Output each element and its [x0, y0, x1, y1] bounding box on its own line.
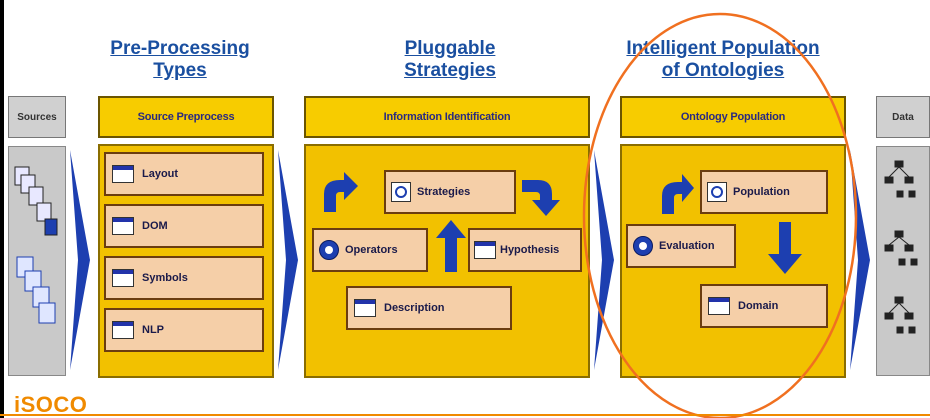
- item-nlp-label: NLP: [142, 324, 164, 336]
- search-icon: [391, 182, 411, 202]
- chevron-arrow-2: [278, 150, 298, 370]
- documents-icon: [14, 166, 58, 324]
- window-icon: [112, 165, 134, 183]
- information-identification-header: Information Identification: [304, 96, 590, 138]
- item-population-label: Population: [733, 186, 790, 198]
- source-preprocess-header: Source Preprocess: [98, 96, 274, 138]
- heading-strategies-line1: Pluggable: [404, 38, 496, 59]
- item-evaluation: Evaluation: [626, 224, 736, 268]
- item-dom: DOM: [104, 204, 264, 248]
- heading-preprocessing: Pre-Processing Types: [80, 38, 280, 82]
- item-hypothesis: Hypothesis: [468, 228, 582, 272]
- item-layout: Layout: [104, 152, 264, 196]
- window-icon: [354, 299, 376, 317]
- item-nlp: NLP: [104, 308, 264, 352]
- footer-divider: [0, 414, 930, 416]
- item-evaluation-label: Evaluation: [659, 240, 715, 252]
- chevron-arrow-1: [70, 150, 90, 370]
- window-icon: [112, 269, 134, 287]
- data-header: Data: [876, 96, 930, 138]
- item-strategies: Strategies: [384, 170, 516, 214]
- curved-arrow-up-icon: [324, 172, 358, 212]
- window-icon: [112, 321, 134, 339]
- item-layout-label: Layout: [142, 168, 179, 180]
- left-border: [0, 0, 4, 418]
- ontology-population-header: Ontology Population: [620, 96, 846, 138]
- item-operators-label: Operators: [345, 244, 398, 256]
- item-description: Description: [346, 286, 512, 330]
- heading-population-line1: Intelligent Population: [626, 38, 820, 59]
- arrow-down-icon: [768, 222, 802, 274]
- sources-column: [8, 146, 66, 376]
- operator-icon: [319, 240, 339, 260]
- item-description-label: Description: [384, 302, 445, 314]
- item-dom-label: DOM: [142, 220, 168, 232]
- window-icon: [474, 241, 496, 259]
- heading-strategies-line2: Strategies: [404, 60, 496, 81]
- data-column: [876, 146, 930, 376]
- sources-header: Sources: [8, 96, 66, 138]
- item-symbols: Symbols: [104, 256, 264, 300]
- window-icon: [708, 297, 730, 315]
- item-symbols-label: Symbols: [142, 272, 188, 284]
- curved-arrow-down-icon: [522, 180, 560, 216]
- item-hypothesis-label: Hypothesis: [500, 244, 560, 256]
- heading-strategies: Pluggable Strategies: [360, 38, 540, 82]
- item-domain: Domain: [700, 284, 828, 328]
- item-population: Population: [700, 170, 828, 214]
- heading-preprocessing-line1: Pre-Processing: [110, 38, 250, 59]
- highlight-oval: [582, 12, 858, 418]
- isoco-logo: iSOCO: [14, 392, 88, 417]
- item-strategies-label: Strategies: [417, 186, 471, 198]
- item-domain-label: Domain: [738, 300, 779, 312]
- tree-graph-icon: [884, 160, 918, 334]
- window-icon: [112, 217, 134, 235]
- curved-arrow-up-icon: [662, 174, 694, 214]
- search-icon: [707, 182, 727, 202]
- heading-preprocessing-line2: Types: [153, 60, 207, 81]
- heading-population: Intelligent Population of Ontologies: [598, 38, 848, 82]
- evaluation-icon: [633, 236, 653, 256]
- arrow-up-icon: [436, 220, 466, 272]
- heading-population-line2: of Ontologies: [661, 60, 785, 81]
- item-operators: Operators: [312, 228, 428, 272]
- chevron-arrow-3: [594, 150, 614, 370]
